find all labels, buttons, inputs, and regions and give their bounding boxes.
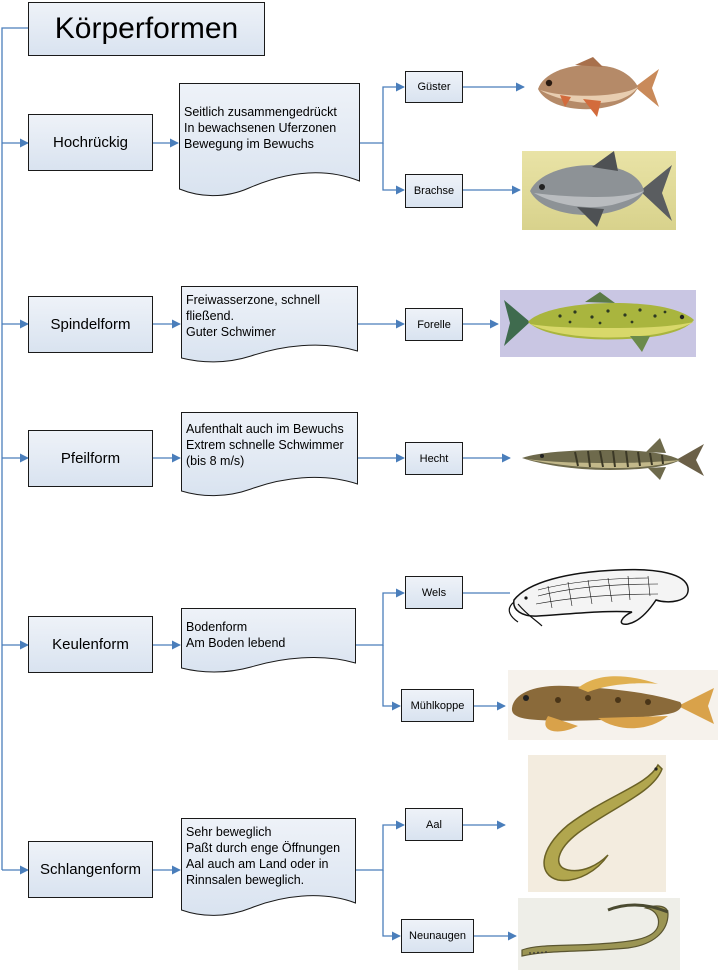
category-box-spindelform: Spindelform xyxy=(28,296,153,353)
category-box-schlangenform: Schlangenform xyxy=(28,841,153,898)
description-box-hochrueckig: Seitlich zusammengedrückt In bewachsenen… xyxy=(179,83,360,199)
hecht-fish-image xyxy=(522,438,704,480)
fish-label-text: Forelle xyxy=(417,318,451,331)
neunaugen-fish-shape xyxy=(521,903,669,957)
description-box-pfeilform: Aufenthalt auch im Bewuchs Extrem schnel… xyxy=(181,412,358,500)
description-line: Seitlich zusammengedrückt xyxy=(184,105,337,119)
description-line: (bis 8 m/s) xyxy=(186,454,245,468)
description-line: Bewegung im Bewuchs xyxy=(184,137,314,151)
aal-fish-shape xyxy=(543,763,663,882)
category-box-keulenform: Keulenform xyxy=(28,616,153,673)
description-line: Bodenform xyxy=(186,620,248,634)
category-label: Pfeilform xyxy=(60,450,121,467)
description-line: Extrem schnelle Schwimmer xyxy=(186,438,344,452)
fish-label-text: Mühlkoppe xyxy=(410,699,465,712)
fish-label-text: Güster xyxy=(417,81,451,93)
description-line: Sehr beweglich xyxy=(186,825,272,839)
description-line: Aal auch am Land oder in xyxy=(186,857,329,871)
fish-label-text: Wels xyxy=(421,586,447,599)
description-line: Freiwasserzone, schnell xyxy=(186,293,321,307)
fish-label-guester: Güster xyxy=(405,71,463,103)
description-box-keulenform: Bodenform Am Boden lebend xyxy=(181,608,356,676)
fish-label-forelle: Forelle xyxy=(405,308,463,341)
description-line: Paßt durch enge Öffnungen xyxy=(186,841,341,855)
title-box: Körperformen xyxy=(28,2,265,56)
forelle-fish-shape xyxy=(504,292,694,352)
description-line: In bewachsenen Uferzonen xyxy=(184,121,337,135)
guester-fish-image xyxy=(538,57,659,117)
category-label: Keulenform xyxy=(52,636,129,653)
wels-fish-drawing xyxy=(508,568,689,627)
fish-label-hecht: Hecht xyxy=(405,442,463,475)
category-label: Schlangenform xyxy=(40,861,141,878)
description-line: Am Boden lebend xyxy=(186,636,286,650)
fish-label-aal: Aal xyxy=(405,808,463,841)
fish-label-muehlkoppe: Mühlkoppe xyxy=(401,689,474,722)
description-line: fließend. xyxy=(186,309,234,323)
description-box-spindelform: Freiwasserzone, schnell fließend. Guter … xyxy=(181,286,358,366)
fish-label-neunaugen: Neunaugen xyxy=(401,919,474,953)
fish-label-text: Hecht xyxy=(419,452,449,465)
category-label: Hochrückig xyxy=(52,134,129,151)
fish-label-wels: Wels xyxy=(405,576,463,609)
muehlkoppe-fish-image xyxy=(508,670,718,740)
fish-label-text: Aal xyxy=(426,818,442,831)
fish-label-brachse: Brachse xyxy=(405,174,463,208)
category-box-hochrueckig: Hochrückig xyxy=(28,114,153,171)
description-line: Aufenthalt auch im Bewuchs xyxy=(186,422,344,436)
fish-label-text: Brachse xyxy=(413,185,455,197)
description-line: Rinnsalen beweglich. xyxy=(186,873,305,887)
brachse-fish-shape xyxy=(530,151,672,227)
category-label: Spindelform xyxy=(50,316,131,333)
description-box-schlangenform: Sehr beweglich Paßt durch enge Öffnungen… xyxy=(181,818,356,920)
page-title: Körperformen xyxy=(54,12,239,45)
description-line: Guter Schwimer xyxy=(186,325,276,339)
category-box-pfeilform: Pfeilform xyxy=(28,430,153,487)
fish-label-text: Neunaugen xyxy=(409,930,466,942)
